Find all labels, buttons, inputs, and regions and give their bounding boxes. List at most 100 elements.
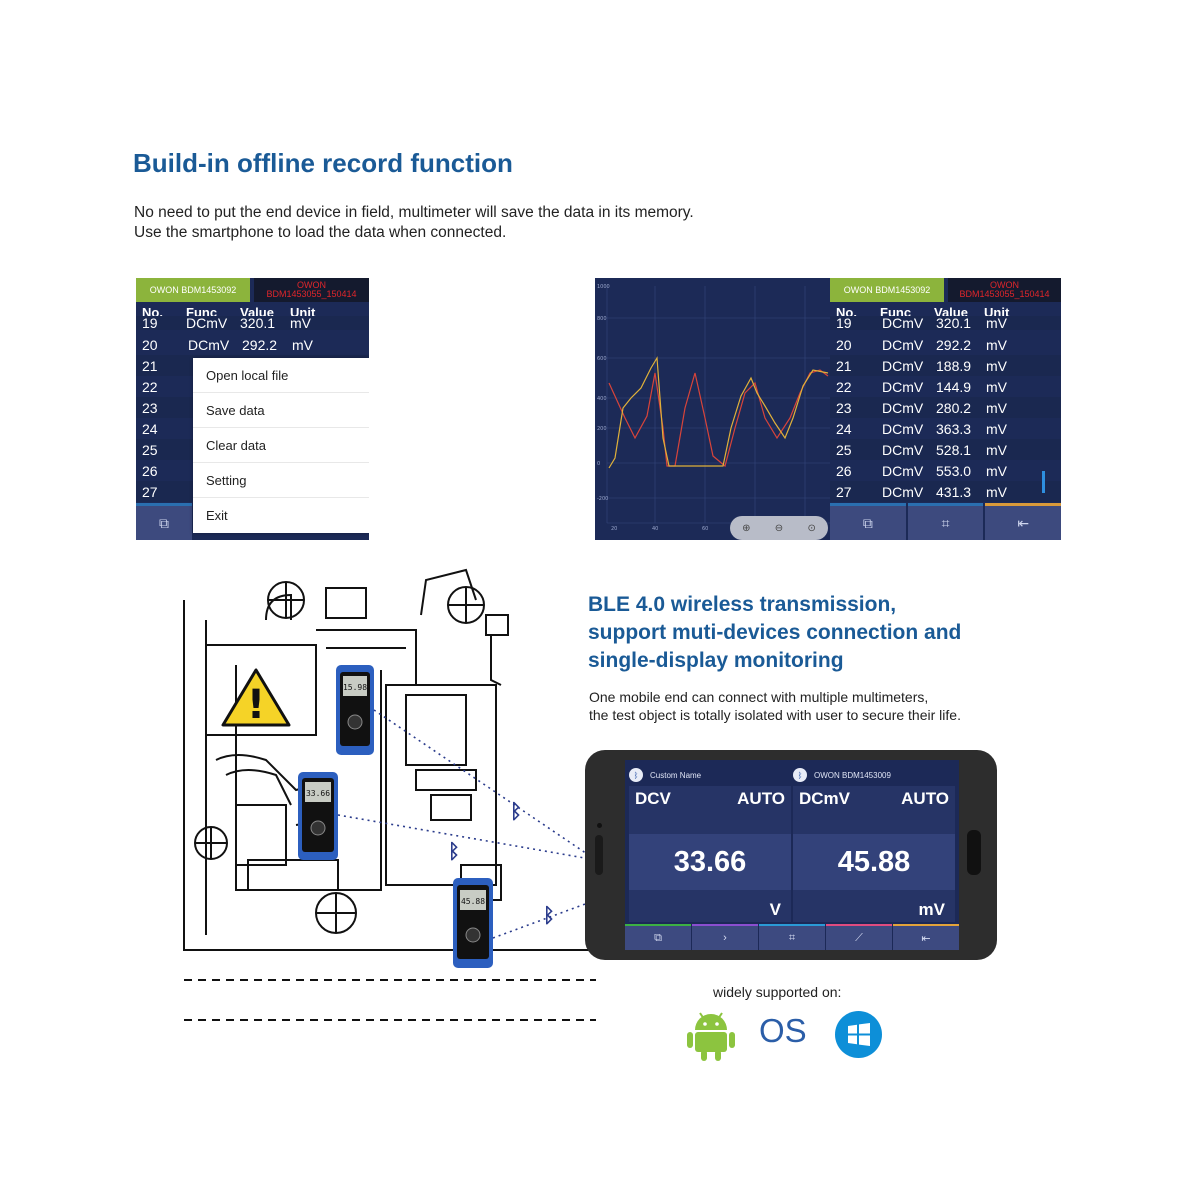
table-row[interactable]: 26 — [136, 460, 369, 481]
bluetooth-icon: ᛒ — [510, 799, 522, 823]
menu-item-open-local-file[interactable]: Open local file — [193, 358, 369, 393]
table-row[interactable]: 24 — [136, 418, 369, 439]
scrollbar[interactable] — [1042, 471, 1045, 493]
graph-button[interactable]: ⟋ — [826, 924, 892, 950]
row-unit: mV — [986, 441, 1007, 458]
menu-item-save-data[interactable]: Save data — [193, 393, 369, 428]
bottom-toolbar: ⧉ ⌗ ⇤ — [830, 503, 1061, 540]
android-icon — [687, 1012, 735, 1061]
table-header: No. Func Value Unit — [136, 302, 369, 322]
row-value: 320.1 — [240, 316, 276, 330]
reading-value: 33.66 — [629, 834, 791, 890]
table-row[interactable]: 24 DCmV 363.3 mV — [830, 418, 1061, 439]
x-tick-label: 20 — [611, 526, 617, 532]
row-no: 25 — [142, 441, 158, 458]
row-value: 144.9 — [936, 378, 972, 395]
meter-panel-right: DCmV AUTO 45.88 mV — [793, 786, 955, 922]
device-tab-green[interactable]: OWON BDM1453092 — [136, 278, 250, 302]
table-row[interactable]: 22 — [136, 376, 369, 397]
y-tick-label: 1000 — [597, 284, 610, 290]
device-name-right[interactable]: ᛒ OWON BDM1453009 — [793, 764, 891, 786]
connect-icon: ⧉ — [159, 514, 169, 531]
menu-item-clear-data[interactable]: Clear data — [193, 428, 369, 463]
warning-sign: ! — [221, 668, 291, 728]
connect-button[interactable]: ⧉ — [136, 503, 192, 540]
column-unit: Unit — [290, 304, 316, 320]
row-func: DCmV — [186, 316, 228, 330]
ble-description-line2: the test object is totally isolated with… — [589, 707, 961, 723]
row-value: 188.9 — [936, 357, 972, 374]
app-screenshot-graph-list: 1000 800 600 400 200 0 -200 20 40 60 80 … — [595, 278, 1061, 540]
row-no: 26 — [836, 462, 852, 479]
record-button[interactable]: ⌗ — [759, 924, 825, 950]
range-mode-label: AUTO — [901, 789, 949, 808]
table-row[interactable]: 25 DCmV 528.1 mV — [830, 439, 1061, 460]
record-icon: ⌗ — [941, 514, 950, 531]
meter-reading: 15.98 — [343, 683, 367, 692]
zoom-in-icon[interactable]: ⊕ — [742, 522, 751, 534]
row-func: DCmV — [882, 378, 924, 395]
x-tick-label: 40 — [652, 526, 658, 532]
multimeter-device: 45.88 — [453, 878, 493, 968]
menu-item-setting[interactable]: Setting — [193, 463, 369, 498]
row-no: 23 — [836, 399, 852, 416]
description-line-1: No need to put the end device in field, … — [134, 204, 694, 221]
connect-button[interactable]: ⧉ — [625, 924, 691, 950]
device-tab-red-line1: OWON — [990, 280, 1019, 290]
column-value: Value — [240, 304, 274, 320]
reading-value: 45.88 — [793, 834, 955, 890]
description-line-2: Use the smartphone to load the data when… — [134, 224, 507, 241]
exit-icon: ⇤ — [1017, 514, 1030, 531]
windows-icon — [835, 1011, 882, 1058]
bluetooth-icon: ᛒ — [543, 903, 555, 927]
function-label: DCV — [635, 789, 671, 808]
row-value: 292.2 — [936, 336, 972, 353]
exit-button[interactable]: ⇤ — [893, 924, 959, 950]
bluetooth-icon: ᛒ — [448, 839, 460, 863]
row-unit: mV — [292, 336, 313, 353]
page-title: Build-in offline record function — [133, 148, 513, 178]
table-row[interactable]: 26 DCmV 553.0 mV — [830, 460, 1061, 481]
row-unit: mV — [986, 336, 1007, 353]
app-screenshot-data-list: OWON BDM1453092 OWON BDM1453055_150414 N… — [136, 278, 369, 540]
row-func: DCmV — [882, 357, 924, 374]
device-name-label: OWON BDM1453009 — [814, 770, 891, 780]
exit-button[interactable]: ⇤ — [985, 503, 1061, 540]
column-no: No. — [836, 304, 857, 320]
table-row[interactable]: 22 DCmV 144.9 mV — [830, 376, 1061, 397]
table-header: No. Func Value Unit — [830, 302, 1061, 322]
row-func: DCmV — [882, 336, 924, 353]
ble-heading-line1: BLE 4.0 wireless transmission, — [588, 593, 897, 616]
menu-item-exit[interactable]: Exit — [206, 508, 228, 523]
zoom-out-icon[interactable]: ⊖ — [774, 522, 784, 534]
row-unit: mV — [986, 462, 1007, 479]
device-tab-red-line1: OWON — [297, 280, 326, 290]
phone-home-button[interactable] — [967, 830, 981, 875]
device-tab-red[interactable]: OWON BDM1453055_150414 — [254, 278, 369, 302]
multimeter-device: 33.66 — [298, 772, 338, 860]
yellow-trace — [608, 356, 829, 469]
chevron-right-icon: › — [723, 932, 727, 944]
ble-heading: BLE 4.0 wireless transmission, support m… — [588, 591, 961, 675]
device-name-left[interactable]: ᛒ Custom Name — [629, 764, 701, 786]
connect-button[interactable]: ⧉ — [830, 503, 906, 540]
zoom-reset-icon[interactable]: ⊙ — [807, 522, 816, 534]
device-tab-green[interactable]: OWON BDM1453092 — [830, 278, 944, 302]
row-unit: mV — [986, 483, 1007, 500]
phone-toolbar: ⧉ › ⌗ ⟋ ⇤ — [625, 924, 959, 950]
table-row[interactable]: 20 DCmV 292.2 mV — [830, 334, 1061, 355]
table-row[interactable]: 20 DCmV 292.2 mV — [136, 334, 369, 355]
table-row[interactable]: 27 DCmV 431.3 mV — [830, 481, 1061, 502]
device-tab-red[interactable]: OWON BDM1453055_150414 — [948, 278, 1061, 302]
row-no: 27 — [142, 483, 158, 500]
row-unit: mV — [986, 378, 1007, 395]
row-func: DCmV — [188, 336, 230, 353]
table-row[interactable]: 23 DCmV 280.2 mV — [830, 397, 1061, 418]
table-row[interactable]: 19 DCmV 320.1 mV — [830, 316, 1061, 330]
table-row[interactable]: 19 DCmV 320.1 mV — [136, 316, 369, 330]
record-button[interactable]: ⌗ — [907, 503, 984, 540]
column-func: Func — [880, 304, 912, 320]
column-value: Value — [934, 304, 968, 320]
table-row[interactable]: 21 DCmV 188.9 mV — [830, 355, 1061, 376]
next-button[interactable]: › — [692, 924, 758, 950]
